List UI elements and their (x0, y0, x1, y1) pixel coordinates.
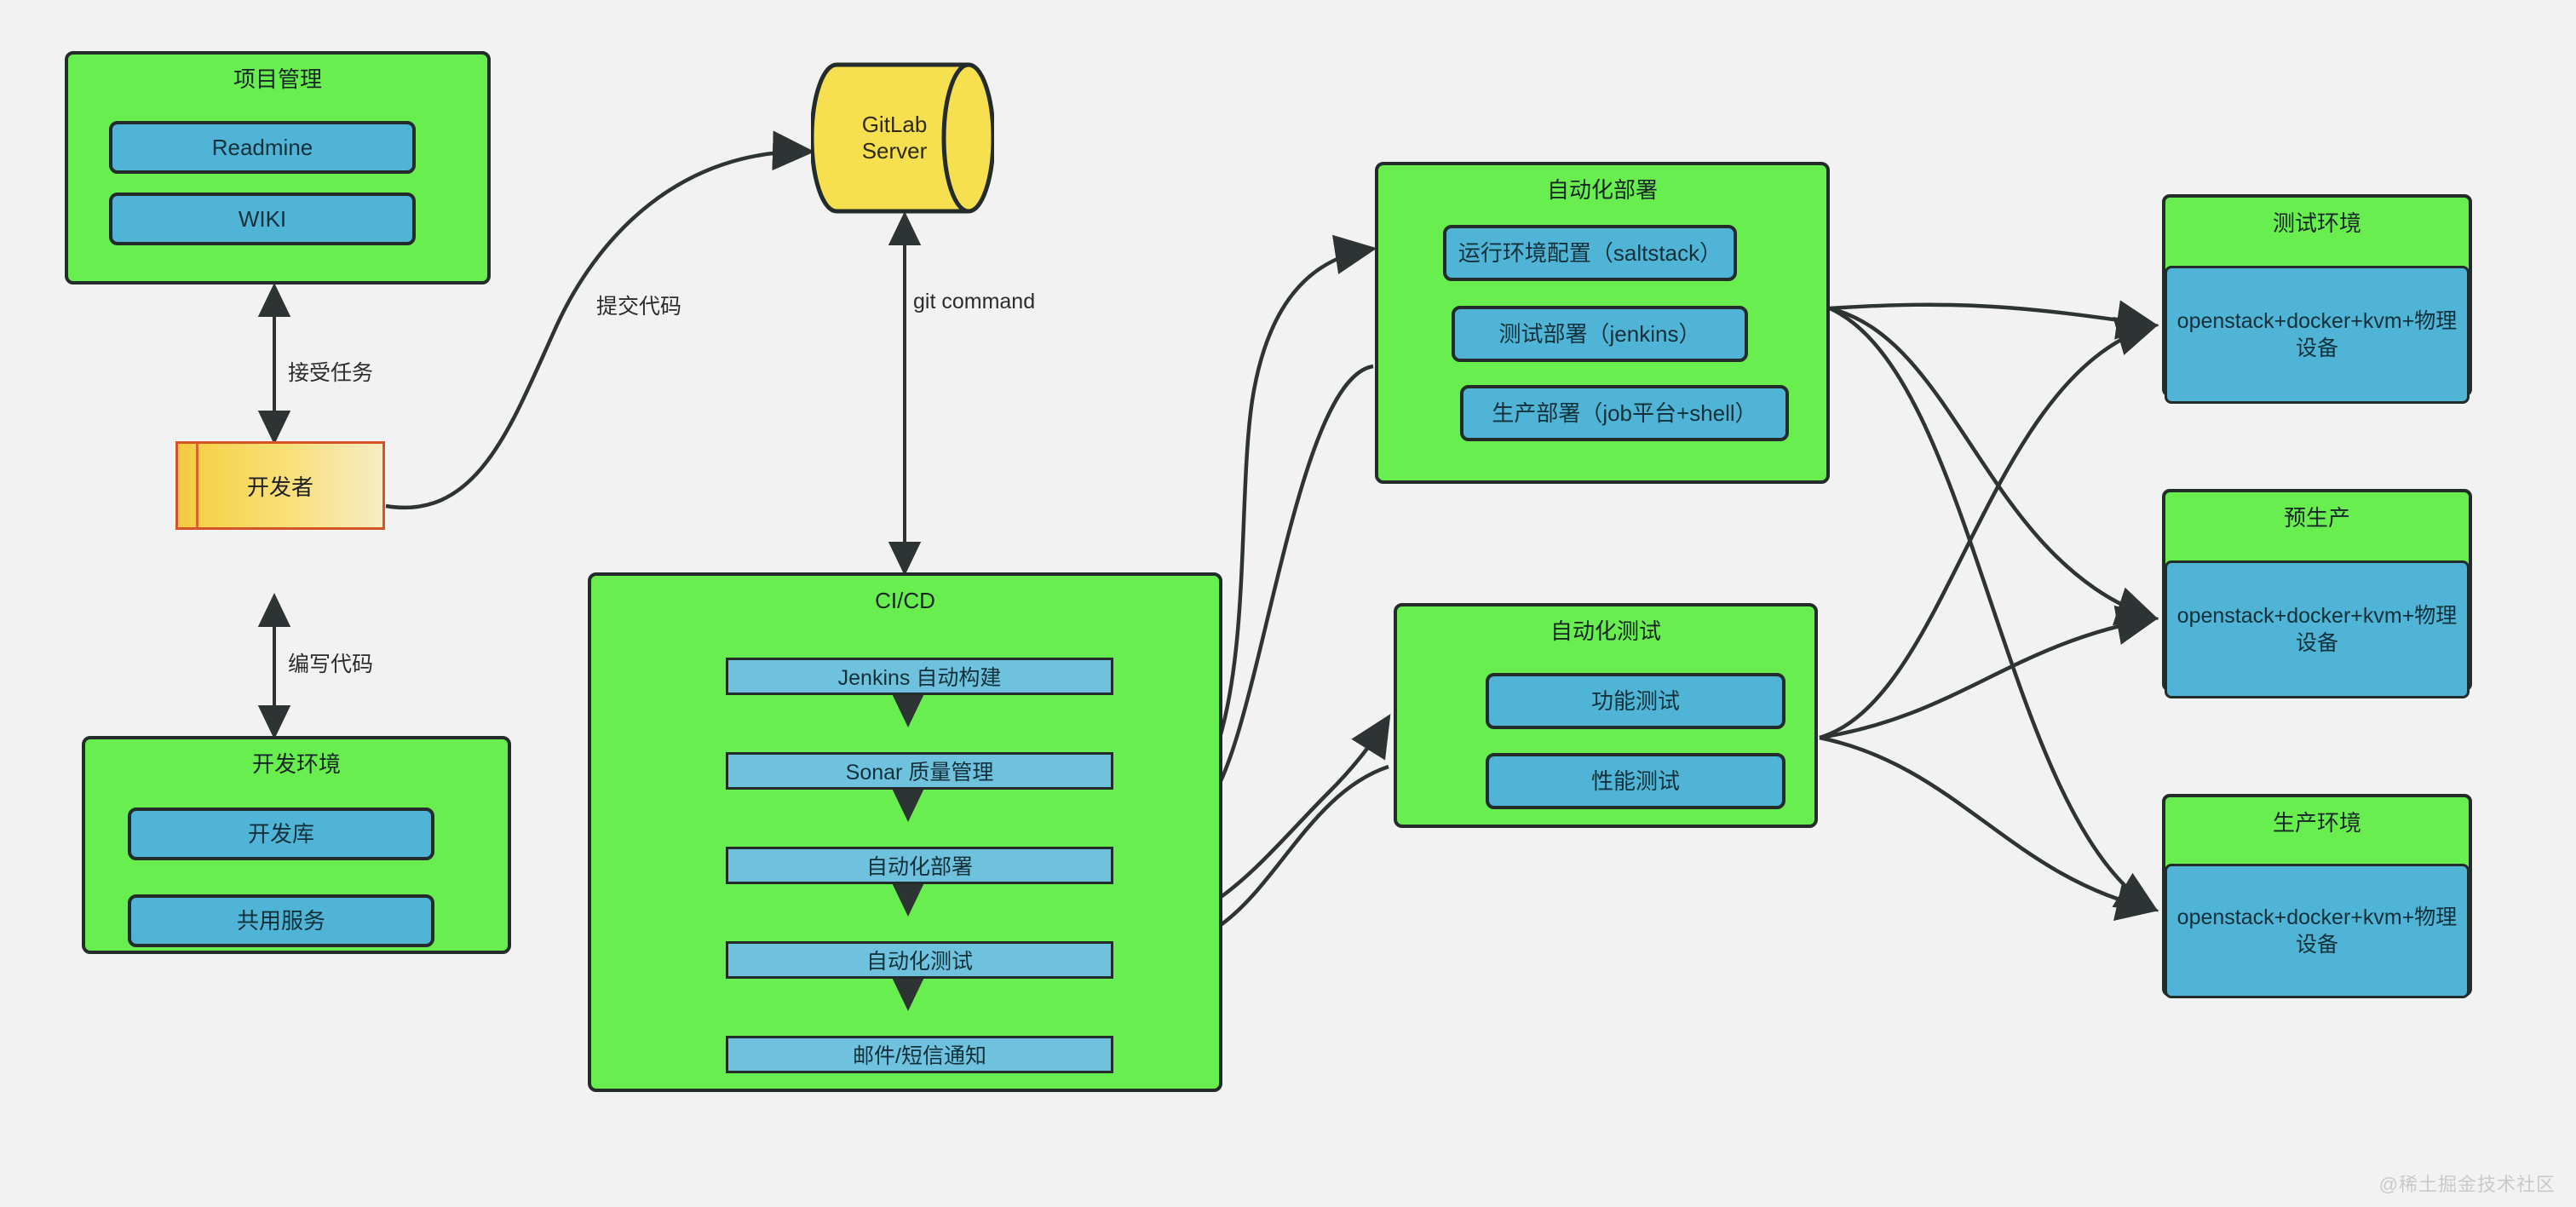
group-title-dev-environment: 开发环境 (251, 751, 341, 777)
item-readmine[interactable]: Readmine (109, 121, 416, 174)
edge-label-accept-task: 接受任务 (288, 361, 374, 385)
group-auto-deploy[interactable]: 自动化部署 运行环境配置（saltstack） 测试部署（jenkins） 生产… (1375, 162, 1830, 484)
group-auto-test[interactable]: 自动化测试 功能测试 性能测试 (1394, 603, 1818, 828)
env-title-pre: 预生产 (2283, 505, 2350, 531)
edge-autotest-to-test-env (1819, 317, 2159, 740)
cicd-step-auto-test[interactable]: 自动化测试 (726, 941, 1113, 979)
cicd-step-jenkins-build[interactable]: Jenkins 自动构建 (726, 658, 1113, 695)
env-body-prod: openstack+docker+kvm+物理设备 (2165, 864, 2470, 998)
group-title-auto-test: 自动化测试 (1550, 618, 1661, 644)
env-card-pre[interactable]: 预生产 openstack+docker+kvm+物理设备 (2162, 489, 2472, 698)
item-test-deploy-jenkins[interactable]: 测试部署（jenkins） (1452, 306, 1748, 362)
item-wiki[interactable]: WIKI (109, 193, 416, 245)
group-title-project-management: 项目管理 (233, 66, 322, 92)
edge-label-commit-code: 提交代码 (596, 295, 682, 319)
env-body-pre: openstack+docker+kvm+物理设备 (2165, 560, 2470, 698)
actor-developer-label: 开发者 (246, 474, 313, 500)
edge-label-git-command: git command (913, 290, 1036, 313)
node-gitlab-server[interactable]: GitLab Server (809, 61, 996, 215)
gitlab-server-label: GitLab Server (861, 111, 928, 164)
actor-developer[interactable]: 开发者 (175, 441, 385, 530)
edge-autotest-to-prod-env (1819, 735, 2159, 921)
env-title-prod: 生产环境 (2272, 810, 2361, 836)
cicd-step-notify[interactable]: 邮件/短信通知 (726, 1036, 1113, 1073)
item-dev-repo[interactable]: 开发库 (128, 808, 434, 860)
edge-autodeploy-to-test-env (1829, 300, 2159, 340)
actor-divider (196, 444, 198, 527)
cicd-chain-arrows (891, 693, 925, 1011)
group-title-cicd: CI/CD (875, 588, 935, 613)
group-dev-environment[interactable]: 开发环境 开发库 共用服务 (82, 736, 511, 954)
item-functional-test[interactable]: 功能测试 (1486, 673, 1785, 729)
edge-autodeploy-to-prod-env (1829, 306, 2159, 912)
group-project-management[interactable]: 项目管理 Readmine WIKI (65, 51, 491, 285)
item-prod-deploy-job-shell[interactable]: 生产部署（job平台+shell） (1460, 385, 1789, 441)
env-card-test[interactable]: 测试环境 openstack+docker+kvm+物理设备 (2162, 194, 2472, 404)
cylinder-shape (809, 62, 996, 214)
watermark: @稀土掘金技术社区 (2378, 1174, 2556, 1195)
edge-autodeploy-to-pre-env (1829, 306, 2159, 626)
edge-autotest-to-pre-env (1819, 605, 2159, 740)
item-shared-service[interactable]: 共用服务 (128, 894, 434, 947)
env-card-prod[interactable]: 生产环境 openstack+docker+kvm+物理设备 (2162, 794, 2472, 998)
edge-label-write-code: 编写代码 (288, 652, 374, 676)
cicd-step-sonar-quality[interactable]: Sonar 质量管理 (726, 752, 1113, 790)
group-cicd[interactable]: CI/CD Jenkins 自动构建 Sonar 质量管理 自动化部署 自动化测… (588, 572, 1222, 1092)
item-performance-test[interactable]: 性能测试 (1486, 753, 1785, 809)
item-runtime-config-saltstack[interactable]: 运行环境配置（saltstack） (1443, 225, 1737, 281)
env-body-test: openstack+docker+kvm+物理设备 (2165, 266, 2470, 404)
group-title-auto-deploy: 自动化部署 (1546, 177, 1658, 203)
env-title-test: 测试环境 (2272, 210, 2361, 236)
cicd-step-auto-deploy[interactable]: 自动化部署 (726, 847, 1113, 884)
